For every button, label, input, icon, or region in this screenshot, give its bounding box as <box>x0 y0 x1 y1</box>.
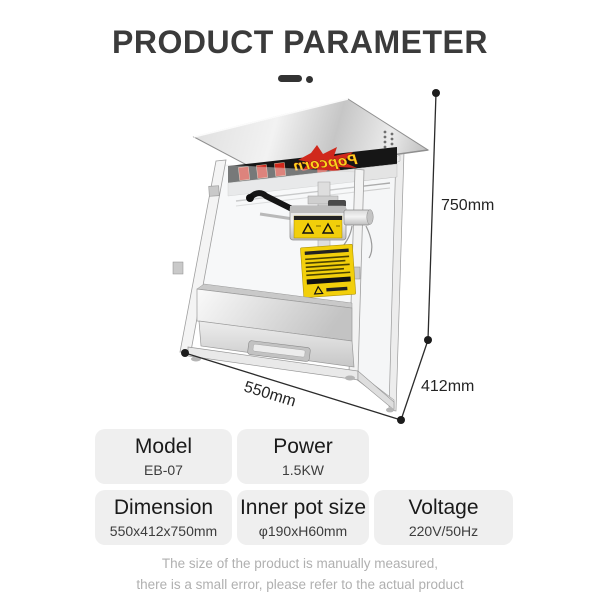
spec-label: Inner pot size <box>239 496 367 520</box>
disclaimer: The size of the product is manually meas… <box>0 553 600 595</box>
spec-label: Model <box>134 435 193 459</box>
spec-table: Model EB-07 Power 1.5KW Dimension 550x41… <box>95 429 513 551</box>
door-warning-label <box>300 244 356 298</box>
dimension-lines <box>181 89 440 424</box>
spec-cell-inner-pot-size: Inner pot size φ190xH60mm <box>237 490 369 545</box>
kettle-motor <box>343 209 371 226</box>
banner-logo-text: Popcorn <box>292 152 358 175</box>
dimension-height-label: 750mm <box>441 197 495 214</box>
drawer-handle <box>247 340 311 362</box>
popcorn-banner: Popcorn <box>228 145 397 183</box>
title-underline-dot <box>306 76 313 83</box>
title-underline-dash <box>278 75 302 82</box>
spec-value: EB-07 <box>144 461 183 478</box>
page-title: PRODUCT PARAMETER <box>112 24 488 60</box>
spec-value: 550x412x750mm <box>109 522 218 539</box>
dimension-line-depth <box>400 339 429 421</box>
spec-value: 220V/50Hz <box>408 522 479 539</box>
spec-cell-dimension: Dimension 550x412x750mm <box>95 490 232 545</box>
spec-label: Power <box>273 435 333 459</box>
machine-base <box>187 283 395 413</box>
warning-triangle-icon <box>301 222 315 234</box>
hinge <box>208 185 220 197</box>
spec-row: Model EB-07 Power 1.5KW <box>95 429 513 484</box>
spec-cell-voltage: Voltage 220V/50Hz <box>374 490 513 545</box>
kettle-assembly <box>246 181 374 289</box>
spec-cell-power: Power 1.5KW <box>237 429 369 484</box>
hinge <box>172 261 184 275</box>
spec-row: Dimension 550x412x750mm Inner pot size φ… <box>95 490 513 545</box>
spec-label: Voltage <box>408 496 479 520</box>
kettle-warning-sticker <box>293 215 343 239</box>
banner-popcorn-box <box>238 162 286 181</box>
spec-value: φ190xH60mm <box>258 522 348 539</box>
dimension-line-width <box>184 352 402 421</box>
warning-triangle-icon <box>313 285 324 295</box>
dimension-depth-label: 412mm <box>421 378 475 395</box>
warning-triangle-icon <box>321 222 335 234</box>
spec-value: 1.5KW <box>281 461 324 478</box>
spec-label: Dimension <box>113 496 214 520</box>
disclaimer-line-2: there is a small error, please refer to … <box>136 577 464 592</box>
dimension-line-height <box>427 92 437 341</box>
banner-starburst <box>298 145 357 178</box>
spec-cell-model: Model EB-07 <box>95 429 232 484</box>
disclaimer-line-1: The size of the product is manually meas… <box>161 556 439 571</box>
